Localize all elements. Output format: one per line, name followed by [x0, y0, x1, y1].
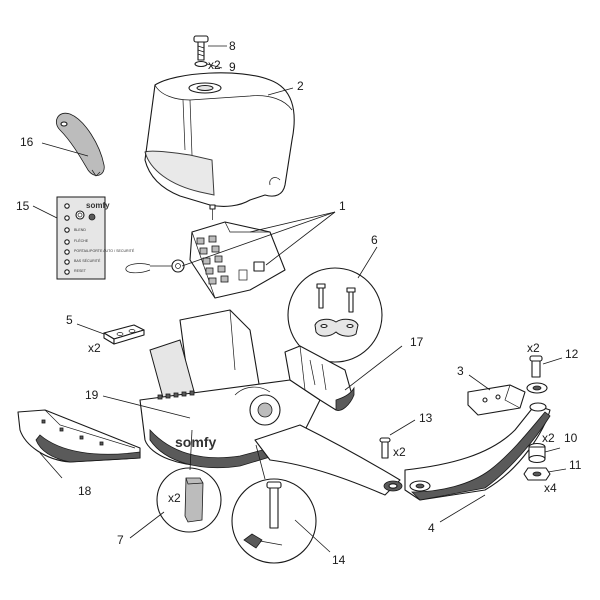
bushing-part-10	[528, 442, 546, 464]
leader-17	[344, 345, 403, 391]
bolt-terminal-detail-part-14	[231, 478, 317, 564]
panel-row-1: BLEND	[74, 228, 86, 232]
washer-part-9	[194, 60, 208, 68]
leader-1c	[181, 211, 336, 267]
leader-4	[439, 494, 486, 523]
label-part-1: 1	[339, 199, 346, 213]
qty-part-12: x2	[527, 341, 540, 355]
screw-part-8	[193, 35, 209, 61]
label-part-8: 8	[229, 39, 236, 53]
label-part-14: 14	[332, 553, 346, 567]
panel-brand-logo: somfy	[86, 201, 110, 210]
label-part-17: 17	[410, 335, 424, 349]
label-part-9: 9	[229, 60, 236, 74]
part-number-labels: 8 9 2 16 15 1 6 5 17 19 3 12 13 10 11 4 …	[16, 39, 582, 567]
label-part-15: 15	[16, 199, 30, 213]
curved-arm-part-4	[404, 402, 551, 501]
qty-part-13: x2	[393, 445, 406, 459]
panel-row-4: BAS SÉCURITÉ	[74, 258, 101, 263]
leader-16	[41, 142, 89, 157]
label-part-4: 4	[428, 521, 435, 535]
label-part-10: 10	[564, 431, 578, 445]
label-part-18: 18	[78, 484, 92, 498]
leader-19	[102, 395, 191, 419]
qty-part-5: x2	[88, 341, 101, 355]
panel-row-3: PORTAIL/PORTE AUTO / SECURITÉ	[74, 248, 135, 253]
leader-14b	[255, 444, 266, 480]
leader-11	[547, 468, 567, 473]
leader-7b	[189, 429, 193, 471]
pin-part-13	[379, 437, 391, 459]
qty-part-7: x2	[168, 491, 181, 505]
leader-1b	[265, 211, 336, 266]
leader-15	[32, 205, 58, 219]
panel-row-2: FLÈCHE	[74, 238, 89, 243]
leader-18	[39, 452, 63, 479]
bracket-part-5	[103, 324, 145, 345]
qty-part-11: x4	[544, 481, 557, 495]
label-part-12: 12	[565, 347, 579, 361]
leader-2	[267, 87, 294, 96]
drive-arm	[254, 424, 403, 496]
side-cover-part-18	[17, 409, 141, 463]
key-fob-part-16	[56, 112, 105, 177]
leader-1a	[249, 211, 336, 233]
leader-10	[544, 447, 561, 453]
leader-9	[206, 63, 223, 69]
leader-7	[129, 511, 165, 539]
leader-12	[542, 357, 563, 365]
label-part-7: 7	[117, 533, 124, 547]
terminal-block	[196, 235, 229, 285]
label-part-11: 11	[569, 458, 582, 472]
pivot-washer	[526, 382, 548, 394]
label-part-5: 5	[66, 313, 73, 327]
qty-part-10: x2	[542, 431, 555, 445]
label-part-6: 6	[371, 233, 378, 247]
gate-bracket-part-3	[467, 384, 526, 416]
control-board-part-1	[125, 204, 286, 299]
label-part-19: 19	[85, 388, 99, 402]
leader-lines	[32, 45, 567, 553]
plug-detail-part-7	[156, 467, 222, 533]
motor-base-assembly: somfy	[139, 309, 321, 469]
control-panel-card-part-15: somfy BLEND FLÈCHE PORTAIL/PORTE AUTO / …	[56, 196, 135, 280]
label-part-2: 2	[297, 79, 304, 93]
motor-cover-part-2	[144, 72, 295, 207]
leader-14	[294, 519, 331, 553]
quantity-labels: x2 x2 x2 x2 x2 x4 x2	[88, 58, 557, 505]
label-part-13: 13	[419, 411, 433, 425]
label-part-3: 3	[457, 364, 464, 378]
qty-part-9: x2	[208, 58, 221, 72]
leader-5	[76, 323, 105, 335]
leader-3	[468, 374, 491, 391]
leader-13	[389, 419, 416, 436]
panel-row-5: RESET	[74, 269, 87, 273]
base-brand-logo: somfy	[175, 434, 216, 450]
pin-part-12	[529, 355, 543, 378]
cable-clamp-detail-part-6	[287, 267, 383, 363]
leader-6	[357, 246, 378, 279]
nut-part-11	[523, 467, 551, 481]
label-part-16: 16	[20, 135, 34, 149]
